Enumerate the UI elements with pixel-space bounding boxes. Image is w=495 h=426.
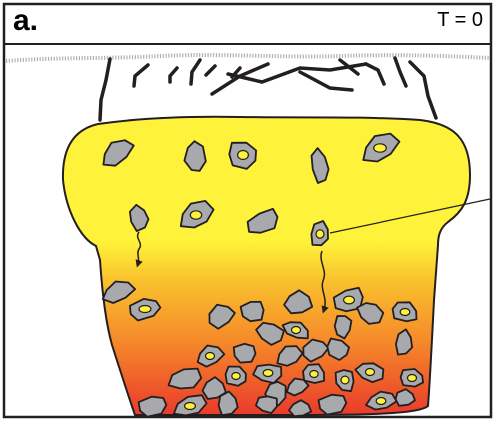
- crystal-icon: [139, 397, 167, 417]
- crystal-core: [232, 373, 240, 380]
- fracture-icon: [134, 65, 148, 86]
- crystal-icon: [319, 395, 347, 415]
- crystal-icon: [229, 143, 256, 169]
- crystal-icon: [234, 344, 256, 363]
- crystal-body: [234, 344, 256, 363]
- crystal-core: [310, 371, 318, 378]
- crystal-icon: [226, 367, 246, 386]
- fracture-icon: [206, 66, 215, 75]
- panel-label: a.: [13, 6, 38, 36]
- crystal-core: [139, 306, 151, 313]
- crystal-core: [316, 230, 324, 238]
- fracture-icon: [191, 60, 200, 84]
- crystal-core: [408, 375, 417, 382]
- fracture-icon: [410, 62, 436, 118]
- fracture-icon: [170, 68, 177, 82]
- crystal-core: [238, 151, 249, 160]
- fracture-icon: [395, 58, 406, 86]
- crystal-core: [292, 327, 301, 334]
- fracture-lines: [100, 58, 436, 120]
- crystal-core: [374, 144, 387, 152]
- crystal-core: [206, 353, 215, 360]
- crust-surface-stipple: [6, 55, 490, 61]
- crystal-icon: [311, 221, 328, 245]
- fracture-icon: [366, 64, 384, 84]
- crystal-core: [366, 369, 375, 376]
- crystal-core: [400, 309, 410, 316]
- crystal-body: [319, 395, 347, 415]
- crystal-body: [139, 397, 167, 417]
- fracture-icon: [300, 72, 352, 90]
- crystal-icon: [393, 302, 417, 321]
- crystal-core: [376, 398, 386, 405]
- crystal-core: [341, 376, 349, 384]
- fracture-icon: [100, 59, 110, 120]
- crystal-core: [344, 296, 355, 304]
- crystal-core: [185, 403, 196, 410]
- time-label: T = 0: [437, 10, 483, 30]
- crystal-core: [263, 370, 273, 377]
- crystal-core: [190, 211, 201, 219]
- crystal-icon: [303, 364, 324, 383]
